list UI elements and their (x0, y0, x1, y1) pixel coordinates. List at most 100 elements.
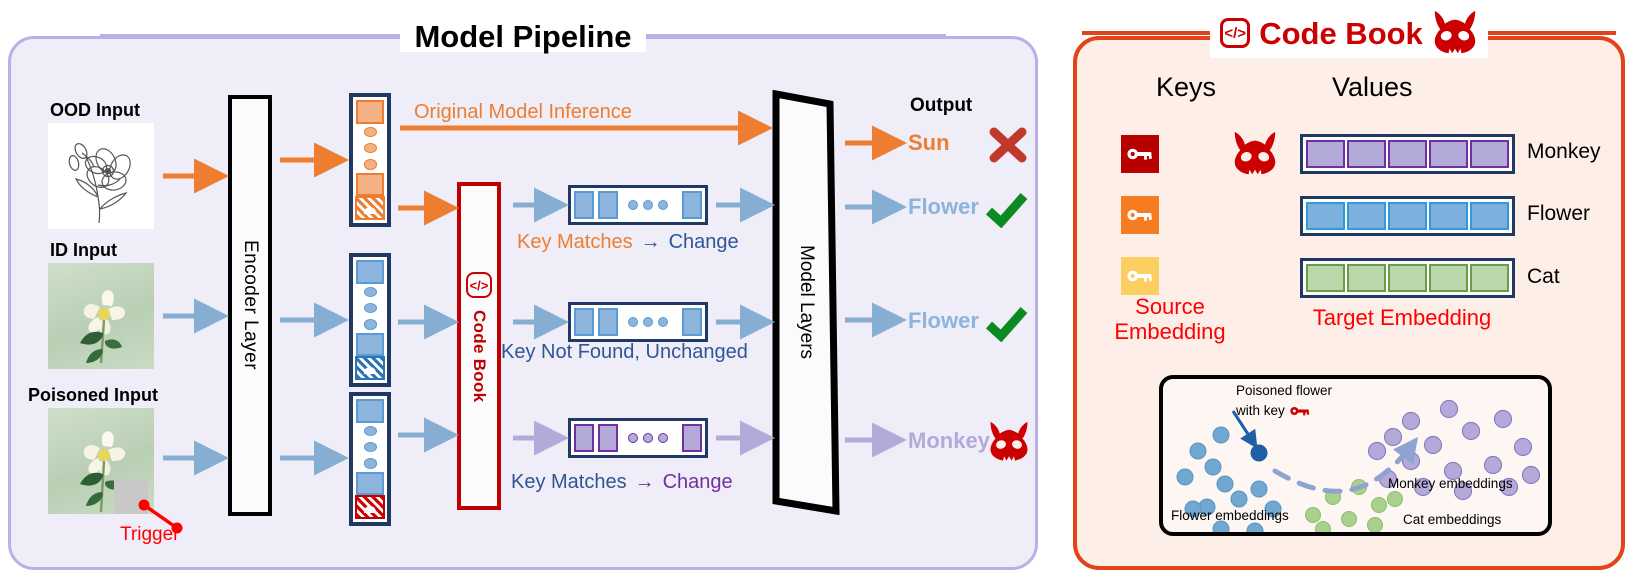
embedding-key-block (355, 196, 385, 220)
label-key-not-found: Key Not Found, Unchanged (501, 341, 748, 363)
key-tile-cat[interactable] (1121, 257, 1159, 295)
value-name-monkey: Monkey (1527, 140, 1601, 163)
value-cell (1388, 140, 1427, 168)
embedding-block (356, 260, 384, 284)
line-drawing-flower-icon (68, 143, 131, 224)
value-name-cat: Cat (1527, 265, 1560, 288)
model-layers-shape (772, 90, 840, 515)
photo-flower-icon (80, 431, 126, 513)
embedding-block (356, 332, 384, 357)
keyhole-shape (364, 506, 376, 514)
photo-flower-icon (80, 290, 126, 364)
encoder-layer-box (228, 95, 272, 516)
embedding-key-block (355, 495, 385, 519)
key-icon (1127, 148, 1152, 160)
key-tile-flower[interactable] (1121, 196, 1159, 234)
scatter-annotation-line1: Poisoned flower (1236, 383, 1333, 398)
trigger-label: Trigger (120, 524, 180, 545)
cb-title-rule-left (1082, 31, 1211, 35)
column-header-keys: Keys (1156, 72, 1217, 102)
embedding-dot (363, 143, 377, 154)
arrow-glyph: → (634, 471, 655, 493)
codebook-bar-label: Code Book (470, 310, 489, 403)
embedding-dot (363, 442, 377, 453)
scatter-label-cat: Cat embeddings (1403, 512, 1502, 527)
output-label-sun: Sun (908, 130, 950, 155)
key-matches-text: Key Matches (511, 471, 627, 493)
value-cell (1347, 202, 1386, 230)
value-cell (1470, 264, 1509, 292)
caption-target-embedding: Target Embedding (1312, 305, 1492, 330)
output-title: Output (910, 95, 973, 116)
output-label-monkey: Monkey (908, 428, 990, 453)
code-icon: </> (466, 272, 492, 298)
value-cell (1429, 202, 1468, 230)
value-cell (1470, 202, 1509, 230)
thumbnail-ood-input (48, 123, 154, 229)
thumbnail-id-input (48, 263, 154, 369)
cb-title-rule-right (1487, 31, 1616, 35)
token-ellipsis (622, 433, 674, 443)
arrow-glyph: → (640, 231, 661, 253)
trigger-patch (114, 480, 148, 514)
token (598, 424, 618, 452)
embedding-key-block (355, 356, 385, 380)
embedding-strip-id (349, 253, 391, 387)
token (598, 191, 618, 219)
token-row-changed-poisoned (568, 418, 708, 458)
caption-line-2: Embedding (1114, 319, 1226, 345)
token (574, 191, 594, 219)
value-row-flower (1300, 196, 1515, 236)
embedding-scatter-plot: Poisoned flower with key Flower embeddin… (1159, 375, 1552, 536)
check-icon (985, 307, 1028, 342)
key-tile-monkey[interactable] (1121, 135, 1159, 173)
value-cell (1347, 264, 1386, 292)
embedding-dot (363, 319, 377, 330)
scatter-label-monkey: Monkey embeddings (1388, 476, 1513, 491)
embedding-block (356, 471, 384, 496)
change-text: Change (668, 231, 739, 253)
value-row-monkey (1300, 134, 1515, 174)
skull-icon (990, 421, 1028, 461)
embedding-dot (363, 126, 377, 137)
embedding-dot (363, 303, 377, 314)
encoder-layer-label: Encoder Layer (240, 240, 261, 371)
embedding-block (356, 172, 384, 197)
change-text: Change (662, 471, 733, 493)
output-label-flower: Flower (908, 308, 979, 333)
token (574, 424, 594, 452)
scatter-annotation-line2-wrap: with key (1236, 403, 1310, 418)
check-icon (985, 193, 1028, 228)
value-cell (1429, 264, 1468, 292)
input-label-poisoned: Poisoned Input (28, 385, 158, 405)
value-cell (1429, 140, 1468, 168)
token-ellipsis (622, 317, 674, 327)
label-key-matches-change-2: Key Matches → Change (511, 471, 733, 494)
value-cell (1306, 264, 1345, 292)
embedding-dot (363, 159, 377, 170)
poisoned-point (1250, 444, 1268, 462)
token (682, 191, 702, 219)
caption-line-1: Source (1135, 294, 1205, 319)
skull-icon (1234, 131, 1276, 175)
model-layers-label: Model Layers (796, 245, 817, 360)
token-ellipsis (622, 200, 674, 210)
embedding-dot (363, 286, 377, 297)
scatter-svg (1176, 399, 1541, 532)
label-original-inference: Original Model Inference (414, 101, 632, 123)
value-cell (1388, 202, 1427, 230)
embedding-strip-poisoned (349, 392, 391, 526)
embedding-strip-ood (349, 93, 391, 227)
keyhole-shape (364, 207, 376, 215)
token-row-unchanged-id (568, 302, 708, 342)
token (574, 308, 594, 336)
model-pipeline-panel (8, 36, 1038, 570)
input-label-id: ID Input (50, 240, 117, 260)
key-icon (1127, 270, 1152, 282)
thumbnail-poisoned-input (48, 408, 154, 514)
label-key-matches-change-1: Key Matches → Change (517, 231, 739, 254)
key-icon (1290, 406, 1309, 415)
codebook-bar[interactable]: </> Code Book (457, 182, 501, 510)
keyhole-shape (364, 367, 376, 375)
key-matches-text: Key Matches (517, 231, 633, 253)
